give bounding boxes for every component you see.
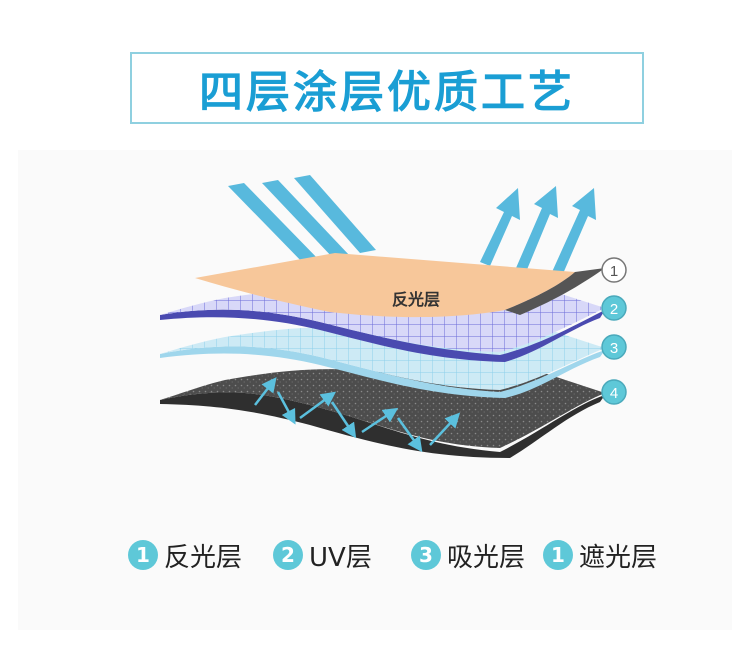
callout-3: 3 xyxy=(601,334,627,360)
page-title: 四层涂层优质工艺 xyxy=(199,67,575,118)
legend-item-reflect: 1 反光层 xyxy=(128,537,242,573)
title-box: 四层涂层优质工艺 xyxy=(130,52,644,124)
legend-label: 反光层 xyxy=(164,542,243,573)
reflect-layer-label: 反光层 xyxy=(392,290,440,309)
legend-item-block: 1 遮光层 xyxy=(543,537,657,573)
legend-label: 遮光层 xyxy=(579,542,658,573)
svg-text:2: 2 xyxy=(610,301,618,318)
legend-number: 1 xyxy=(543,540,573,570)
svg-text:3: 3 xyxy=(610,340,618,357)
internal-rays xyxy=(254,377,461,453)
incoming-rays xyxy=(228,175,376,266)
svg-text:1: 1 xyxy=(610,263,618,280)
legend-item-uv: 2 UV层 xyxy=(273,537,372,573)
reflected-arrows xyxy=(480,186,596,276)
svg-text:4: 4 xyxy=(610,385,618,402)
legend-number: 3 xyxy=(411,540,441,570)
legend-number: 2 xyxy=(273,540,303,570)
legend: 1 反光层 2 UV层 3 吸光层 1 遮光层 xyxy=(128,537,688,577)
legend-number: 1 xyxy=(128,540,158,570)
callout-1: 1 xyxy=(601,257,627,283)
callout-2: 2 xyxy=(601,295,627,321)
legend-label: 吸光层 xyxy=(447,542,526,573)
legend-label: UV层 xyxy=(309,542,372,573)
callout-4: 4 xyxy=(601,379,627,405)
legend-item-absorb: 3 吸光层 xyxy=(411,537,525,573)
callouts: 1 2 3 4 xyxy=(601,257,627,405)
reflect-layer xyxy=(195,253,605,318)
